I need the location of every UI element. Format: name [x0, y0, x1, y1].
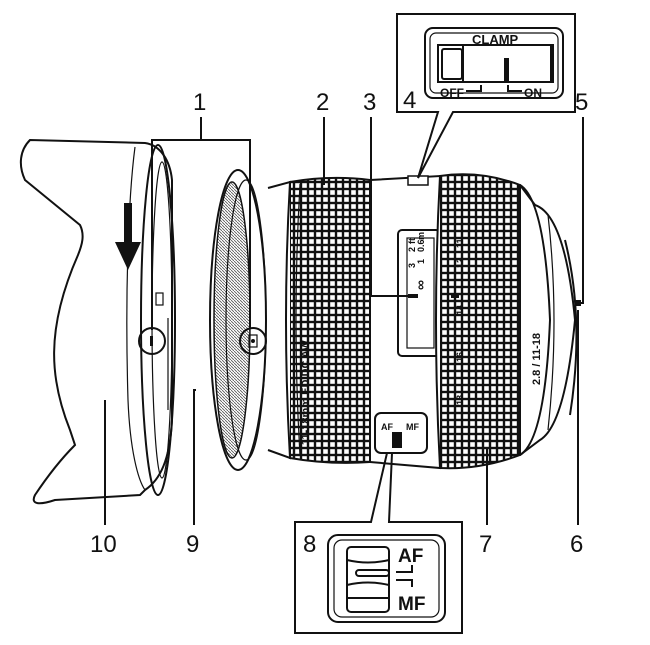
callout-6: 6: [570, 531, 583, 558]
zoom-ring[interactable]: [439, 173, 521, 470]
callout-8: 8: [303, 531, 316, 558]
callout-7: 7: [479, 531, 492, 558]
clamp-switch-bezel: [424, 27, 564, 99]
clamp-title: CLAMP: [472, 32, 519, 47]
callout-3: 3: [363, 89, 376, 116]
distance-ft-unit: ft: [407, 238, 417, 244]
callout-5: 5: [575, 89, 588, 116]
zoom-scale-11: 11: [455, 238, 465, 248]
distance-ft-2: 2: [407, 247, 417, 252]
callout-1: 1: [193, 89, 206, 116]
focus-switch-bezel: [327, 534, 446, 623]
distance-m-06: 0.6: [416, 239, 426, 252]
af-mf-switch-housing: [374, 412, 428, 454]
focus-mf-label: MF: [398, 594, 425, 615]
clamp-inset-frame: [396, 13, 576, 179]
zoom-scale-12: 12: [455, 258, 465, 268]
callout-numbers: 1 2 3 4 5 6 7 8 9 10: [90, 87, 588, 558]
focus-switch-slider[interactable]: [355, 569, 390, 577]
clamp-off-window: [441, 48, 463, 80]
lens-alignment-mark: [239, 327, 267, 355]
focus-af-label: AF: [398, 546, 423, 567]
distance-index: [408, 294, 418, 298]
clamp-off-label: OFF: [440, 86, 464, 100]
hood-seam: [126, 146, 146, 491]
distance-ft-3: 3: [407, 263, 417, 268]
af-mf-switch-knob[interactable]: [392, 432, 402, 448]
clamp-switch-track: [437, 44, 554, 83]
lens-markings: 11-18mm ED DC AW 2.8 / 11-18 11 12 14 16…: [300, 232, 543, 445]
model-marking: 11-18mm ED DC AW: [300, 340, 312, 445]
hood-body-outline: [19, 138, 173, 505]
focus-switch-track: [346, 546, 390, 613]
hood-latch: [155, 292, 164, 306]
front-ring-inner: [225, 179, 267, 461]
callout-9: 9: [186, 531, 199, 558]
zoom-scale-14: 14: [455, 305, 465, 315]
front-filter-thread: [209, 169, 267, 471]
clamp-on-label: ON: [524, 86, 542, 100]
leader-lines: [104, 117, 584, 525]
barrel-mf-label: MF: [406, 422, 419, 432]
distance-m-1: 1: [416, 259, 426, 264]
focus-inset-frame: [294, 452, 463, 634]
lens-barrel: [267, 173, 581, 470]
clamp-inset: CLAMP OFF ON: [396, 13, 576, 179]
aperture-marking: 2.8 / 11-18: [531, 333, 543, 385]
focus-mode-inset: AF MF: [294, 452, 463, 634]
zoom-scale-18: 18: [455, 395, 465, 405]
hood-inner-rim: [151, 161, 173, 479]
lens-hood: [19, 138, 176, 505]
callout-4: 4: [403, 87, 416, 114]
callout-2: 2: [316, 89, 329, 116]
down-arrow-icon: [115, 203, 141, 270]
distance-infinity: ∞: [412, 280, 428, 290]
distance-m-unit: m: [416, 232, 426, 240]
clamp-slider-grip: [504, 58, 509, 82]
hood-rim: [140, 144, 176, 496]
zoom-index: [451, 294, 459, 298]
callout-10: 10: [90, 531, 117, 558]
barrel-af-label: AF: [381, 422, 393, 432]
zoom-scale-16: 16: [455, 352, 465, 362]
